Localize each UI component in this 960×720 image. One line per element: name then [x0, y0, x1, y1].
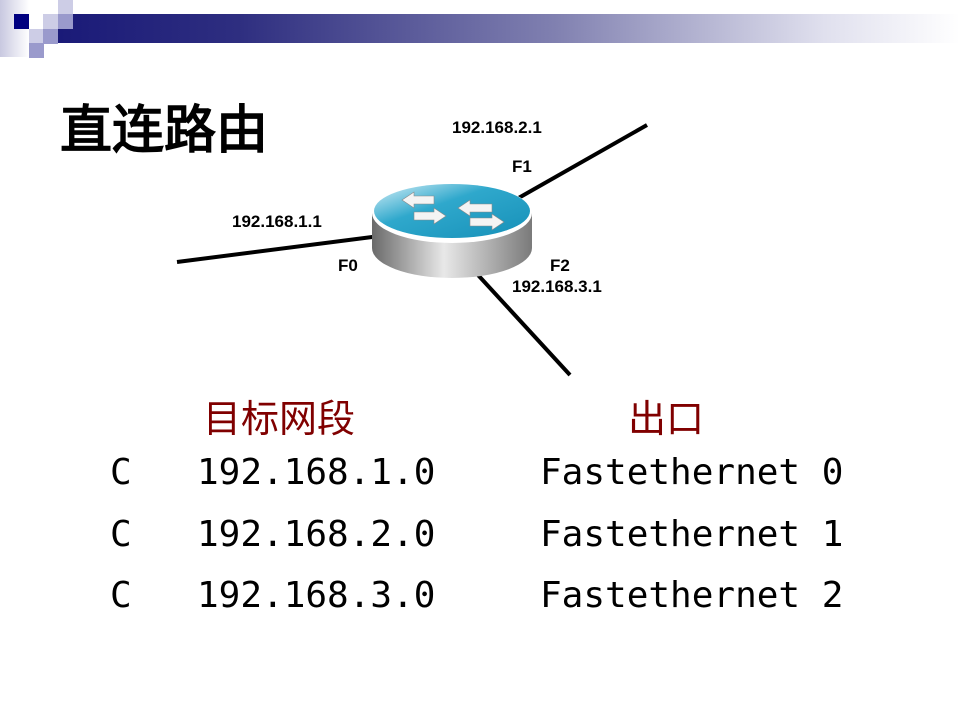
route-network: 192.168.3.0	[197, 575, 436, 616]
decor-square	[29, 43, 44, 58]
route-type: C	[110, 452, 132, 493]
page-title: 直连路由	[60, 101, 269, 161]
link-f0	[176, 234, 381, 264]
route-exit: Fastethernet 2	[540, 575, 844, 616]
decor-square	[14, 14, 29, 29]
decor-square	[43, 29, 58, 44]
interface-label-f0: F0	[338, 256, 358, 275]
route-network: 192.168.1.0	[197, 452, 436, 493]
decor-square	[43, 14, 58, 29]
link-f1	[514, 123, 648, 202]
decor-square	[58, 0, 73, 15]
route-exit: Fastethernet 1	[540, 514, 844, 555]
route-exit: Fastethernet 0	[540, 452, 844, 493]
header-exit: 出口	[628, 397, 705, 441]
ip-label-f1: 192.168.2.1	[452, 118, 542, 137]
ip-label-f0: 192.168.1.1	[232, 212, 322, 231]
decor-title-bar	[58, 14, 960, 43]
header-destination-network: 目标网段	[203, 397, 356, 441]
route-type: C	[110, 575, 132, 616]
route-network: 192.168.2.0	[197, 514, 436, 555]
ip-label-f2: 192.168.3.1	[512, 277, 602, 296]
decor-square	[29, 29, 44, 44]
decor-square	[58, 14, 73, 29]
interface-label-f2: F2	[550, 256, 570, 275]
route-type: C	[110, 514, 132, 555]
router-icon	[372, 183, 532, 278]
interface-label-f1: F1	[512, 157, 532, 176]
link-f2	[476, 273, 572, 377]
